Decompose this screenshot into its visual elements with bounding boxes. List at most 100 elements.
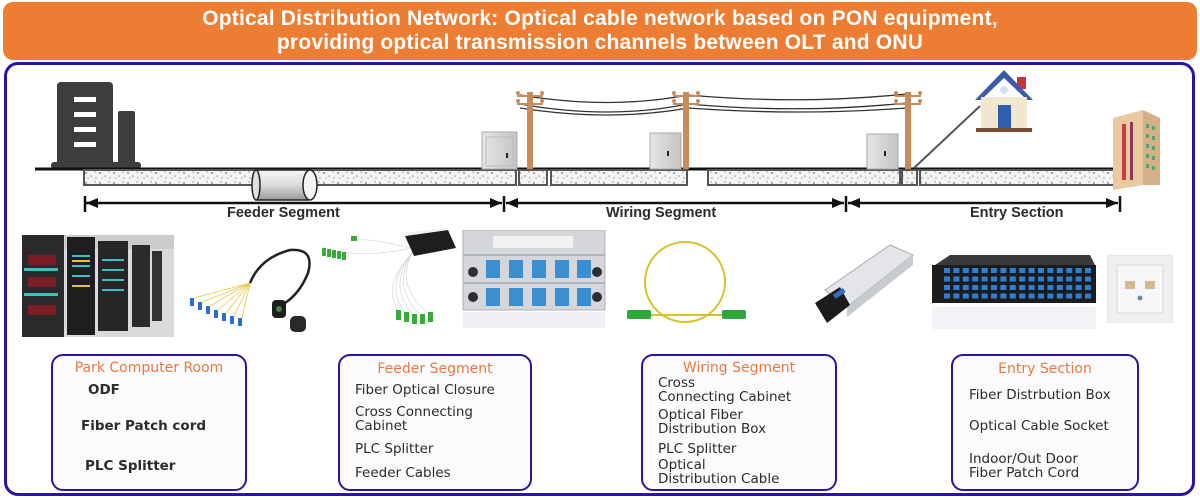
- odf-port: [962, 276, 969, 282]
- odf-port: [1075, 285, 1082, 290]
- odf-port: [1009, 276, 1016, 282]
- odf-port: [1000, 293, 1007, 299]
- card-wiring-segment: Wiring Segment Cross Connecting Cabinet …: [641, 354, 837, 491]
- card-item: Fiber Optical Closure: [355, 382, 495, 398]
- office-building-icon: [51, 82, 141, 169]
- odf-port: [1009, 285, 1016, 290]
- odf-port: [1019, 285, 1026, 290]
- odf-port: [991, 268, 997, 273]
- diagram-frame: [4, 62, 1195, 496]
- odf-port: [1038, 293, 1044, 299]
- odf-port: [1028, 293, 1035, 299]
- odf-port: [991, 285, 997, 290]
- odf-port: [1047, 293, 1054, 299]
- card-item: PLC Splitter: [85, 458, 176, 474]
- odf-port: [1066, 293, 1073, 299]
- fiber-patch-cord-photo: [190, 248, 311, 332]
- odf-port: [962, 268, 969, 273]
- drop-cable: [913, 105, 981, 169]
- odf-port: [1085, 276, 1091, 282]
- odf-port: [1085, 268, 1091, 273]
- card-item: ODF: [88, 382, 120, 398]
- odf-port: [981, 293, 988, 299]
- odf-port: [944, 276, 950, 282]
- title-line-1: Optical Distribution Network: Optical ca…: [202, 7, 998, 30]
- title-line-2: providing optical transmission channels …: [276, 31, 924, 54]
- card-item: Cross Connecting Cabinet: [658, 375, 792, 405]
- odf-port: [1019, 293, 1026, 299]
- odf-port: [1047, 276, 1054, 282]
- card-park-computer-room: Park Computer Room ODF Fiber Patch cord …: [51, 354, 247, 491]
- card-feeder-segment: Feeder Segment Fiber Optical Closure Cro…: [338, 354, 532, 491]
- street-cabinet-icon: [649, 132, 682, 170]
- underground-duct: [83, 169, 1116, 186]
- odf-port: [953, 285, 960, 290]
- entry-section-label: Entry Section: [970, 205, 1064, 221]
- odf-port: [1000, 276, 1007, 282]
- odf-port: [1056, 285, 1063, 290]
- network-scene: [35, 70, 1160, 212]
- street-cabinet-icon: [481, 131, 518, 170]
- utility-pole-icon: [672, 91, 700, 169]
- apartment-building-icon: [1113, 110, 1160, 190]
- odf-port: [981, 285, 988, 290]
- odf-port: [981, 268, 988, 273]
- odf-port: [1066, 268, 1073, 273]
- odf-port: [1075, 268, 1082, 273]
- title-banner: Optical Distribution Network: Optical ca…: [3, 2, 1197, 60]
- odf-port: [1009, 293, 1016, 299]
- odf-port: [1019, 276, 1026, 282]
- cable-joint-icon: [251, 169, 318, 201]
- odf-port: [1056, 293, 1063, 299]
- odf-port: [1028, 268, 1035, 273]
- card-item: Fiber Distrbution Box: [969, 387, 1111, 403]
- card-item: Fiber Patch cord: [81, 418, 207, 434]
- card-title: Park Computer Room: [74, 360, 224, 376]
- odf-port: [1066, 285, 1073, 290]
- odf-port: [972, 276, 979, 282]
- odf-rack-photo: [932, 255, 1096, 329]
- odf-port: [1038, 268, 1044, 273]
- odf-port: [962, 285, 969, 290]
- odf-port: [1028, 276, 1035, 282]
- odf-port: [953, 276, 960, 282]
- odf-port: [1047, 285, 1054, 290]
- card-title: Wiring Segment: [682, 360, 796, 376]
- card-item: Optical Cable Socket: [969, 418, 1109, 434]
- card-item: Feeder Cables: [355, 465, 451, 481]
- odf-port: [944, 285, 950, 290]
- odf-port: [1038, 285, 1044, 290]
- odf-port: [972, 293, 979, 299]
- odf-port: [1056, 268, 1063, 273]
- odf-port: [991, 293, 997, 299]
- odf-port: [962, 293, 969, 299]
- wall-socket-photo: [1107, 255, 1173, 323]
- sfp-module-photo: [815, 244, 914, 323]
- odf-port: [1066, 276, 1073, 282]
- odf-port: [1075, 276, 1082, 282]
- card-item: Optical Fiber Distribution Box: [658, 407, 767, 437]
- odf-port: [1047, 268, 1054, 273]
- server-room-photo: [22, 235, 174, 337]
- card-item: PLC Splitter: [658, 441, 737, 457]
- odf-port: [981, 276, 988, 282]
- odf-port: [944, 293, 950, 299]
- odf-port: [1056, 276, 1063, 282]
- card-title: Feeder Segment: [377, 361, 493, 377]
- fiber-jumper-photo: [627, 241, 746, 323]
- odf-port: [1085, 293, 1091, 299]
- odf-port: [1000, 285, 1007, 290]
- street-cabinet-icon: [866, 133, 899, 170]
- card-item: Indoor/Out Door Fiber Patch Cord: [969, 451, 1080, 481]
- overhead-wires: [519, 93, 907, 116]
- odf-port: [953, 293, 960, 299]
- card-entry-section: Entry Section Fiber Distrbution Box Opti…: [951, 354, 1139, 491]
- segment-dimension-arrows: [83, 196, 1122, 212]
- odf-port: [972, 285, 979, 290]
- card-item: Optical Distribution Cable: [658, 457, 780, 487]
- card-item: Cross Connecting Cabinet: [355, 404, 473, 434]
- wiring-segment-label: Wiring Segment: [606, 205, 717, 221]
- odf-port: [1028, 285, 1035, 290]
- odf-port: [1085, 285, 1091, 290]
- odf-port: [1009, 268, 1016, 273]
